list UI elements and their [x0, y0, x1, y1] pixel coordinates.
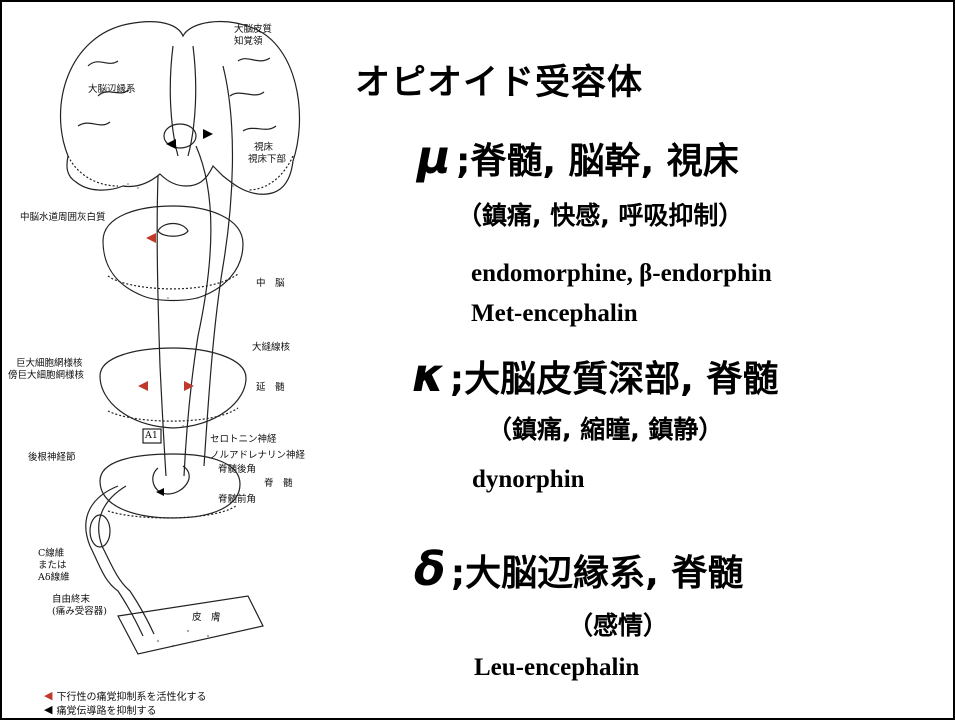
label-thalamus: 視床 — [254, 142, 273, 153]
legend-activation: ◀ 下行性の痛覚抑制系を活性化する — [44, 688, 206, 703]
label-pag: 中脳水道周囲灰白質 — [20, 212, 106, 223]
label-paragigantocellular: 傍巨大細胞網様核 — [8, 370, 84, 381]
label-nociceptor: (痛み受容器) — [52, 606, 107, 617]
label-dorsal-horn: 脊髄後角 — [218, 464, 256, 475]
kappa-sites: ;大脳皮質深部, 脊髄 — [450, 359, 779, 400]
label-skin: 皮 膚 — [192, 612, 221, 623]
kappa-receptor-line: κ ;大脳皮質深部, 脊髄 — [412, 348, 778, 402]
label-ventral-horn: 脊髄前角 — [218, 494, 256, 505]
delta-ligand-1: Leu-encephalin — [474, 654, 639, 682]
delta-receptor-line: δ ;大脳辺縁系, 脊髄 — [414, 542, 743, 596]
label-giant-cell-reticular: 巨大細胞網様核 — [16, 358, 83, 369]
label-a-delta-fiber: Aδ線維 — [38, 572, 70, 583]
kappa-effects: （鎮痛, 縮瞳, 鎮静） — [487, 410, 723, 446]
mu-sites: ;脊髄, 脳幹, 視床 — [456, 141, 739, 182]
mu-ligand-1: endomorphine, β-endorphin — [471, 260, 772, 288]
label-hypothalamus: 視床下部 — [248, 154, 286, 165]
legend-inhibition: ◀ 痛覚伝導路を抑制する — [44, 702, 156, 717]
delta-sites: ;大脳辺縁系, 脊髄 — [451, 553, 744, 594]
delta-effects: （感情） — [568, 606, 668, 642]
black-arrow-icon: ◀ — [44, 703, 52, 716]
label-fiber-or: または — [38, 560, 67, 571]
pain-pathway-diagram: 大脳皮質 知覚領 大脳辺縁系 視床 視床下部 中脳水道周囲灰白質 中 脳 大縫線… — [8, 6, 326, 716]
label-c-fiber: C線維 — [38, 548, 64, 559]
slide-title: オピオイド受容体 — [355, 54, 643, 105]
mu-symbol: μ — [417, 130, 451, 184]
label-limbic-system: 大脳辺縁系 — [88, 84, 136, 95]
label-serotonin-neuron: セロトニン神経 — [210, 434, 277, 445]
label-free-nerve-ending: 自由終末 — [52, 594, 90, 605]
mu-receptor-line: μ ;脊髄, 脳幹, 視床 — [417, 130, 739, 184]
label-cortex: 大脳皮質 — [234, 24, 272, 35]
mu-effects: （鎮痛, 快感, 呼吸抑制） — [457, 196, 743, 232]
delta-symbol: δ — [414, 542, 446, 596]
mu-ligand-2: Met-encephalin — [471, 300, 638, 328]
label-dorsal-root-ganglion: 後根神経節 — [28, 452, 76, 463]
legend-inhibition-text: 痛覚伝導路を抑制する — [56, 702, 156, 717]
label-spinal-cord: 脊 髄 — [264, 478, 293, 489]
label-a1: A1 — [145, 430, 158, 441]
label-noradrenaline-neuron: ノルアドレナリン神経 — [210, 450, 305, 461]
label-midbrain: 中 脳 — [256, 278, 285, 289]
red-arrow-icon: ◀ — [44, 689, 52, 702]
kappa-ligand-1: dynorphin — [472, 466, 585, 494]
label-sensory-area: 知覚領 — [234, 36, 263, 47]
kappa-symbol: κ — [412, 348, 445, 402]
label-raphe-nucleus: 大縫線核 — [252, 342, 290, 353]
legend-activation-text: 下行性の痛覚抑制系を活性化する — [56, 688, 206, 703]
label-medulla: 延 髄 — [256, 382, 285, 393]
